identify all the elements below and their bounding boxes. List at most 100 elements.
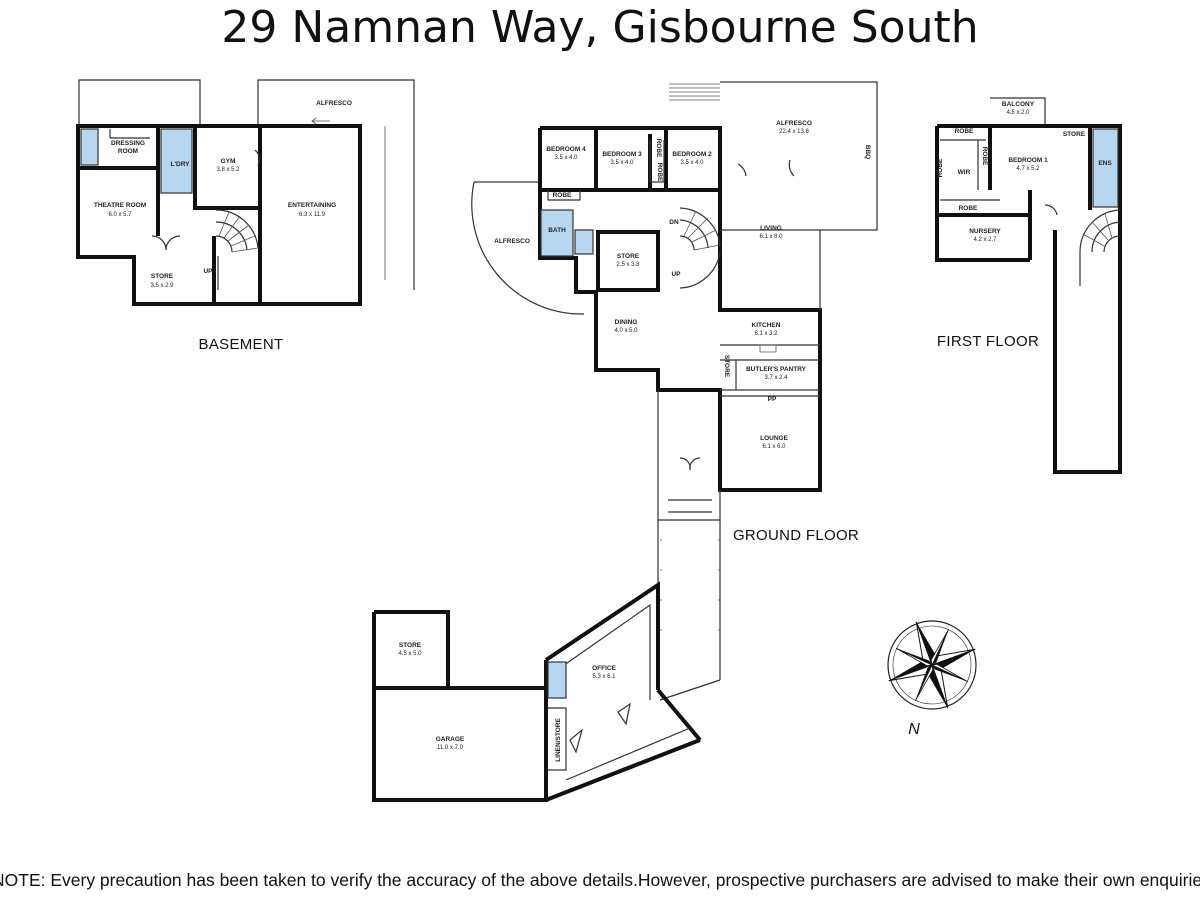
ground-up-label: UP — [671, 271, 681, 278]
dressing-room-label-2: ROOM — [118, 148, 138, 155]
basement-gym-door — [254, 149, 261, 166]
first-floor-plan: BALCONY 4.5 x 2.0 ROBE STORE WIR ROBE RO… — [935, 97, 1122, 474]
laundry-label: L'DRY — [171, 161, 191, 168]
first-robe-3: ROBE — [937, 158, 944, 177]
wir-fittings — [940, 139, 1000, 201]
first-floor-door — [1044, 204, 1058, 216]
ground-breezeway — [657, 520, 721, 701]
basement-dressing-bench — [109, 129, 150, 139]
bedroom3-label: BEDROOM 3 — [602, 151, 642, 158]
ground-alfresco-outline — [720, 81, 878, 231]
butlers-pantry-dims: 3.7 x 2.4 — [764, 375, 788, 381]
first-store-label: STORE — [1063, 131, 1086, 138]
linen-store-label: LINEN/STORE — [555, 718, 562, 762]
page-title: 29 Namnan Way, Gisbourne South — [221, 2, 979, 53]
ground-robes — [547, 140, 665, 201]
kitchen-dims: 6.1 x 3.2 — [754, 331, 778, 337]
ground-alfresco-dims: 22.4 x 13.8 — [779, 129, 809, 135]
ground-floor-title: GROUND FLOOR — [733, 527, 859, 544]
ground-robe-1: ROBE — [553, 192, 572, 199]
bedroom1-label: BEDROOM 1 — [1008, 157, 1048, 164]
ground-robe-3: ROBE — [656, 163, 663, 182]
ground-bedroom-partitions — [594, 128, 668, 190]
alfresco-doors — [737, 159, 795, 177]
entry-steps — [669, 83, 720, 101]
compass-rose-icon — [887, 620, 977, 710]
ground-stair-treads — [683, 210, 721, 251]
theatre-room-label: THEATRE ROOM — [94, 202, 146, 209]
basement-spiral-stair — [215, 209, 259, 253]
first-robe-2: ROBE — [981, 147, 988, 166]
butlers-pantry-label: BUTLER'S PANTRY — [746, 366, 807, 373]
balcony-outline — [990, 97, 1046, 126]
first-floor-stair-treads — [1082, 213, 1113, 247]
ground-entry-door — [679, 457, 701, 471]
ground-robe-2: ROBE — [655, 139, 662, 158]
lounge-label: LOUNGE — [760, 435, 788, 442]
basement-up-label: UP — [203, 268, 213, 275]
dining-label: DINING — [615, 319, 638, 326]
bedroom2-label: BEDROOM 2 — [672, 151, 712, 158]
west-alfresco-label: ALFRESCO — [494, 238, 530, 245]
west-alfresco-arc — [471, 181, 585, 315]
ground-store-walls — [596, 230, 660, 292]
garage-walls — [372, 612, 548, 802]
basement-store-dims: 3.5 x 2.9 — [150, 283, 174, 289]
bedroom2-dims: 3.5 x 4.0 — [680, 160, 704, 166]
ground-alfresco-label: ALFRESCO — [776, 120, 812, 127]
garage-store-walls — [374, 610, 450, 688]
bedroom4-dims: 3.5 x 4.0 — [554, 155, 578, 161]
linen-store-outline — [548, 707, 567, 771]
nursery-dims: 4.2 x 2.7 — [973, 237, 997, 243]
basement-laundry — [160, 128, 193, 194]
basement-stair-treads — [218, 211, 259, 253]
office-label: OFFICE — [592, 665, 616, 672]
lounge-dims: 6.1 x 6.0 — [762, 444, 786, 450]
basement-inner-walls — [78, 126, 262, 304]
living-dims: 6.1 x 8.0 — [759, 234, 783, 240]
entertaining-label: ENTERTAINING — [288, 202, 336, 209]
living-kitchen-division — [720, 229, 821, 310]
basement-alfresco-label: ALFRESCO — [316, 100, 352, 107]
living-label: LIVING — [760, 225, 782, 232]
first-floor-title: FIRST FLOOR — [937, 333, 1039, 350]
pp-label: PP — [768, 396, 777, 403]
kitchen-label: KITCHEN — [752, 322, 781, 329]
office-sliding-doors — [569, 702, 631, 754]
ground-wc — [574, 229, 594, 255]
bedroom3-dims: 3.5 x 4.0 — [610, 160, 634, 166]
office-inner-lines — [559, 603, 691, 781]
bedroom1-dims: 4.7 x 5.2 — [1016, 166, 1040, 172]
ground-walls — [538, 126, 822, 492]
first-floor-spiral-stair — [1079, 209, 1121, 286]
garage-label: GARAGE — [436, 736, 465, 743]
ground-entry-porch — [657, 390, 721, 521]
basement-store-label: STORE — [151, 273, 174, 280]
compass-north-label: N — [908, 721, 920, 738]
garage-store-label: STORE — [399, 642, 422, 649]
theatre-room-dims: 6.0 x 5.7 — [108, 212, 132, 218]
gym-label: GYM — [221, 158, 236, 165]
ground-store-label: STORE — [617, 253, 640, 260]
ensuite-label: ENS — [1098, 160, 1112, 167]
ground-store-dims: 2.5 x 3.8 — [616, 262, 640, 268]
ground-bathroom — [540, 209, 574, 257]
ground-floor-plan: BEDROOM 4 3.5 x 4.0 BEDROOM 3 3.5 x 4.0 … — [471, 81, 878, 701]
basement-alfresco-arrow — [311, 117, 330, 125]
first-robe-4: ROBE — [959, 205, 978, 212]
basement-plan: DRESSING ROOM L'DRY GYM 3.8 x 5.2 ALFRES… — [76, 79, 415, 353]
garage-office-plan: STORE 4.5 x 5.0 GARAGE 11.0 x 7.0 OFFICE… — [372, 581, 702, 802]
basement-double-door — [151, 235, 181, 251]
first-floor-gallery-walls — [1053, 230, 1122, 474]
kitchen-sink — [759, 344, 777, 353]
ensuite — [1092, 128, 1119, 208]
basement-walls — [76, 124, 362, 306]
basement-alfresco-outline — [257, 79, 415, 290]
bbq-label: BBQ — [864, 145, 871, 159]
basement-powder-room — [80, 128, 99, 166]
garage-store-dims: 4.5 x 5.0 — [398, 651, 422, 657]
office-dims: 5.3 x 6.1 — [592, 674, 616, 680]
gym-dims: 3.8 x 5.2 — [216, 167, 240, 173]
entertaining-dims: 6.3 x 11.9 — [299, 212, 326, 218]
